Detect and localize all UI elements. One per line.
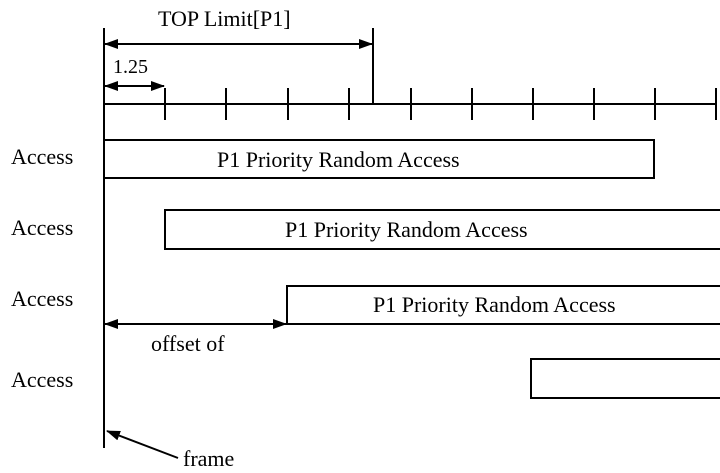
row-label-4: Access (11, 367, 74, 392)
access-bar-4 (530, 358, 720, 399)
row-label-2: Access (11, 215, 74, 240)
frame-pointer-arrow (106, 430, 179, 459)
unit-label: 1.25 (113, 56, 148, 78)
access-bar-1 (103, 139, 655, 179)
bar-text-3: P1 Priority Random Access (373, 292, 616, 317)
access-bar-2 (164, 209, 720, 250)
offset-label: offset of (151, 331, 225, 356)
top-limit-label: TOP Limit[P1] (158, 6, 291, 31)
frame-label: frame (183, 446, 235, 471)
access-bar-3 (286, 285, 720, 325)
bar-text-1: P1 Priority Random Access (217, 147, 460, 172)
row-label-3: Access (11, 286, 74, 311)
bar-text-2: P1 Priority Random Access (285, 217, 528, 242)
row-label-1: Access (11, 144, 74, 169)
